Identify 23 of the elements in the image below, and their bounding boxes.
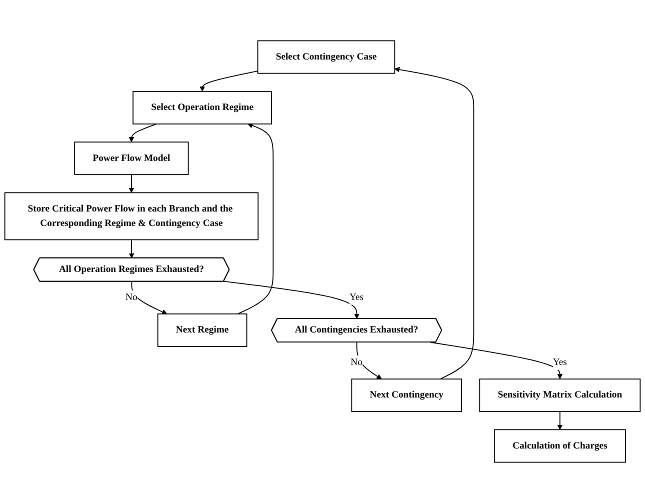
edge-label: Yes (552, 357, 567, 368)
arrow (237, 123, 274, 314)
arrow (128, 174, 134, 193)
node-box: Power Flow Model (74, 142, 189, 176)
arrow (128, 239, 134, 258)
arrow (200, 70, 258, 92)
edge-label: No (126, 292, 138, 302)
arrow (356, 342, 382, 380)
edge-label: Yes (350, 292, 364, 302)
arrow (430, 342, 563, 380)
arrow (128, 124, 158, 142)
edge-label: No (350, 357, 362, 368)
node-box: Select Operation Regime (132, 90, 272, 124)
node-box: Calculation of Charges (494, 429, 626, 463)
node-box: Next Contingency (351, 378, 462, 412)
node-box: Store Critical Power Flow in each Branch and the Corresponding Regime & Contingency Case (4, 192, 259, 240)
arrow (223, 280, 360, 319)
arrow (394, 67, 474, 380)
node-box: Select Contingency Case (257, 40, 396, 74)
node-box: Next Regime (157, 313, 248, 347)
arrow (557, 411, 563, 430)
arrow (131, 281, 168, 314)
node-box: Sensitivity Matrix Calculation (479, 378, 641, 412)
